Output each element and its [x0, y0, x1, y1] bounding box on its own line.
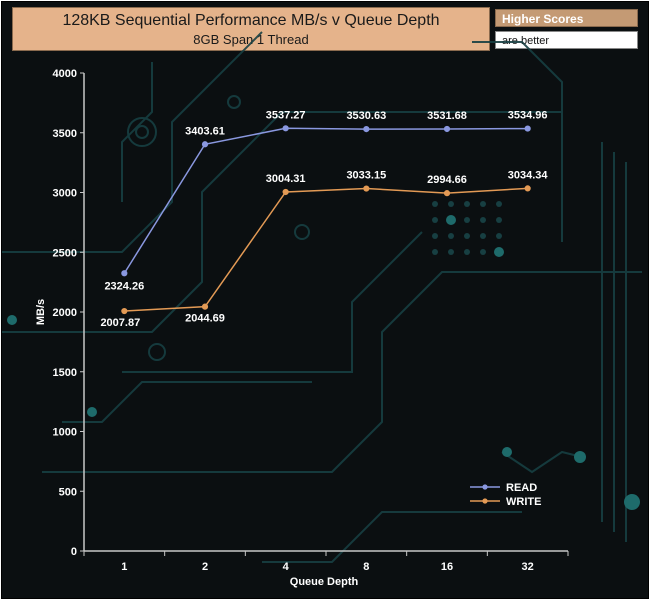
data-point-write	[524, 185, 531, 192]
data-point-read	[201, 141, 209, 148]
y-axis-ticks: 0 500 1000 1500 2000 2500 3000 3500 4000	[53, 68, 84, 558]
y-tick-label: 1000	[53, 427, 77, 439]
data-label-read: 3534.96	[508, 110, 548, 122]
data-label-write: 3004.31	[266, 173, 306, 185]
legend-swatch-marker	[482, 498, 488, 504]
data-label-read: 2324.26	[104, 280, 144, 292]
data-label-write: 2044.69	[185, 313, 225, 325]
y-tick-label: 1500	[53, 367, 77, 379]
legend-swatch-marker	[482, 484, 488, 490]
axes	[83, 73, 568, 552]
are-better-badge: are better	[495, 31, 638, 49]
data-label-read: 3530.63	[346, 110, 386, 122]
data-label-read: 3403.61	[185, 125, 225, 137]
y-tick-label: 3000	[53, 188, 77, 200]
legend-label: WRITE	[506, 496, 541, 508]
chart-subtitle: 8GB Span 1 Thread	[193, 32, 309, 47]
chart-title: 128KB Sequential Performance MB/s v Queu…	[62, 12, 440, 29]
series-line-read	[123, 127, 528, 274]
data-label-read: 3537.27	[266, 109, 306, 121]
x-tick-label: 8	[363, 561, 369, 573]
x-tick-label: 1	[121, 561, 127, 573]
y-tick-label: 3500	[53, 128, 77, 140]
higher-scores-badge: Higher Scores	[495, 9, 638, 27]
legend: READ WRITE	[470, 482, 541, 508]
data-point-read	[121, 270, 128, 277]
data-label-write: 3034.34	[508, 169, 549, 181]
data-point-read	[363, 125, 370, 133]
data-label-write: 2994.66	[427, 174, 467, 186]
y-tick-label: 4000	[53, 68, 77, 80]
data-point-read	[524, 125, 531, 132]
x-axis-ticks: 1 2 4 8 16 32	[83, 551, 569, 573]
series-layer	[121, 125, 531, 315]
data-label-write: 2007.87	[100, 317, 140, 329]
y-tick-label: 2000	[53, 307, 77, 319]
y-tick-label: 500	[59, 486, 77, 498]
data-label-read: 3531.68	[427, 110, 467, 122]
data-point-write	[201, 303, 209, 310]
y-tick-label: 2500	[53, 247, 77, 259]
circuit-dots	[7, 201, 640, 510]
data-point-write	[363, 185, 370, 192]
x-tick-label: 4	[283, 561, 290, 573]
data-point-read	[282, 125, 289, 132]
data-point-write	[443, 190, 451, 197]
series-line-write	[124, 187, 528, 312]
y-axis-label: MB/s	[35, 299, 47, 325]
circuit-background	[2, 31, 642, 563]
data-point-write	[121, 307, 128, 315]
data-labels: 2324.26 3403.61 3537.27 3530.63 3531.68 3534.…	[100, 109, 548, 329]
data-point-write	[282, 188, 289, 196]
x-axis-label: Queue Depth	[290, 576, 359, 588]
x-tick-label: 16	[441, 561, 453, 573]
y-tick-label: 0	[71, 546, 77, 558]
x-tick-label: 32	[522, 561, 534, 573]
x-tick-label: 2	[202, 561, 208, 573]
legend-label: READ	[506, 482, 537, 494]
data-point-read	[443, 125, 451, 133]
data-label-write: 3033.15	[346, 170, 386, 182]
